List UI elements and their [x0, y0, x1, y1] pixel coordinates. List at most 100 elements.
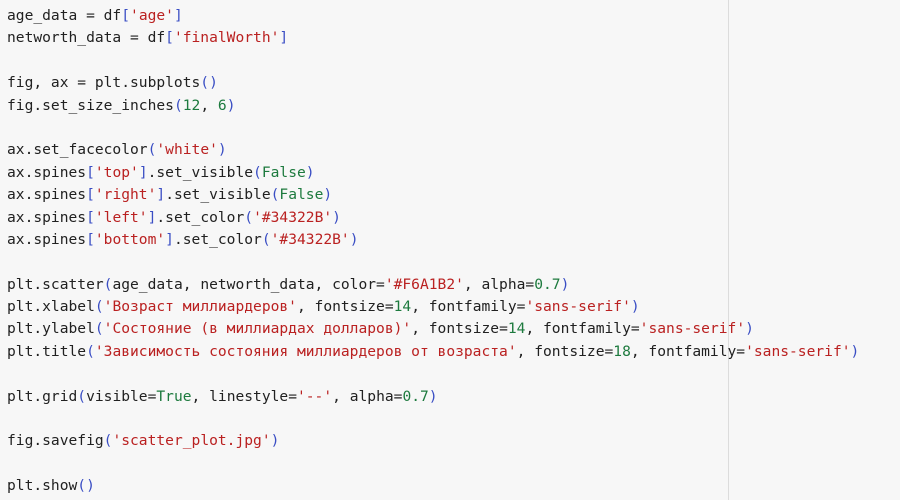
code-token-paren: (): [200, 74, 218, 92]
code-line[interactable]: fig, ax = plt.subplots(): [7, 72, 859, 94]
code-token-plain: fig.set_size_inches: [7, 96, 174, 114]
code-token-plain: , fontfamily=: [630, 342, 746, 360]
code-token-str: 'left': [94, 208, 148, 226]
line-length-ruler: [728, 0, 729, 500]
code-line[interactable]: [7, 117, 859, 139]
code-token-num: 18: [613, 342, 631, 360]
code-token-plain: visible=: [86, 387, 157, 405]
code-token-str: 'scatter_plot.jpg': [112, 432, 271, 450]
code-token-plain: , fontsize=: [516, 342, 614, 360]
code-token-plain: , fontsize=: [411, 320, 508, 338]
code-token-str: 'sans-serif': [745, 342, 851, 360]
code-token-plain: fig, ax = plt.subplots: [7, 74, 201, 92]
code-token-num: 0.7: [534, 275, 561, 293]
code-token-paren: (: [173, 96, 183, 114]
code-token-str: 'top': [94, 163, 139, 181]
code-token-plain: plt.scatter: [7, 275, 104, 293]
code-token-str: 'white': [156, 141, 218, 159]
code-token-paren: ): [630, 298, 640, 316]
code-token-paren: [: [86, 186, 95, 204]
code-token-num: 14: [507, 320, 526, 338]
code-token-paren: (: [147, 141, 157, 159]
code-token-paren: (: [94, 320, 104, 338]
code-token-plain: , alpha=: [332, 387, 403, 405]
code-token-paren: ]: [156, 186, 166, 204]
code-token-paren: [: [86, 163, 95, 181]
code-line[interactable]: ax.spines['left'].set_color('#34322B'): [7, 207, 859, 229]
code-line[interactable]: ax.spines['top'].set_visible(False): [7, 162, 859, 184]
code-token-plain: .set_visible: [165, 186, 271, 204]
code-token-paren: ): [226, 96, 236, 114]
code-token-str: '--': [296, 387, 333, 405]
code-token-plain: age_data, networth_data, color=: [112, 275, 385, 293]
code-token-paren: (: [77, 387, 87, 405]
code-token-paren: (: [270, 186, 280, 204]
code-line[interactable]: age_data = df['age']: [7, 5, 859, 27]
code-line[interactable]: ax.spines['right'].set_visible(False): [7, 184, 859, 206]
code-line[interactable]: [7, 251, 859, 273]
code-token-str: 'sans-serif': [525, 298, 631, 316]
code-token-paren: ): [323, 186, 333, 204]
code-token-paren: ): [217, 141, 227, 159]
code-line[interactable]: plt.scatter(age_data, networth_data, col…: [7, 274, 859, 296]
code-token-str: 'sans-serif': [639, 320, 746, 338]
code-token-plain: ax.set_facecolor: [7, 141, 148, 159]
code-token-plain: , fontfamily=: [411, 298, 526, 316]
code-token-str: 'Зависимость состояния миллиардеров от в…: [94, 342, 517, 360]
code-editor[interactable]: age_data = df['age']networth_data = df['…: [7, 5, 859, 498]
code-token-plain: networth_data = df: [7, 29, 166, 47]
code-line[interactable]: ax.spines['bottom'].set_color('#34322B'): [7, 229, 859, 251]
code-line[interactable]: [7, 50, 859, 72]
code-token-plain: ax.spines: [7, 163, 87, 181]
code-token-plain: plt.grid: [7, 387, 78, 405]
code-token-str: '#34322B': [270, 230, 350, 248]
code-token-paren: ]: [138, 163, 148, 181]
code-line[interactable]: plt.title('Зависимость состояния миллиар…: [7, 341, 859, 363]
code-line[interactable]: plt.ylabel('Состояние (в миллиардах долл…: [7, 318, 859, 340]
code-line[interactable]: plt.grid(visible=True, linestyle='--', a…: [7, 386, 859, 408]
code-token-str: 'right': [94, 186, 157, 204]
code-line[interactable]: plt.xlabel('Возраст миллиардеров', fonts…: [7, 296, 859, 318]
code-line[interactable]: plt.show(): [7, 475, 859, 497]
code-token-kw: False: [279, 186, 324, 204]
code-line[interactable]: fig.set_size_inches(12, 6): [7, 95, 859, 117]
code-token-plain: plt.ylabel: [7, 320, 95, 338]
code-token-num: 14: [393, 298, 412, 316]
code-token-plain: ax.spines: [7, 230, 87, 248]
code-token-str: 'finalWorth': [173, 29, 280, 47]
code-token-paren: [: [165, 29, 174, 47]
code-token-paren: ): [305, 163, 315, 181]
code-token-paren: (: [94, 298, 104, 316]
code-token-num: 6: [217, 96, 227, 114]
code-token-plain: fig.savefig: [7, 432, 104, 450]
code-token-paren: (: [261, 230, 271, 248]
code-line[interactable]: ax.set_facecolor('white'): [7, 139, 859, 161]
code-token-str: '#34322B': [253, 208, 333, 226]
code-token-paren: ]: [165, 230, 174, 248]
code-token-paren: ): [560, 275, 570, 293]
code-token-paren: ): [850, 342, 860, 360]
code-token-paren: (: [244, 208, 254, 226]
code-token-str: 'age': [130, 7, 174, 24]
code-token-num: 12: [182, 96, 201, 114]
code-token-paren: ): [349, 230, 359, 248]
code-line[interactable]: [7, 363, 859, 385]
code-line[interactable]: fig.savefig('scatter_plot.jpg'): [7, 430, 859, 452]
code-token-plain: .set_visible: [147, 163, 254, 181]
code-line[interactable]: networth_data = df['finalWorth']: [7, 27, 859, 49]
code-token-plain: .set_color: [156, 208, 245, 226]
code-token-paren: (: [103, 275, 113, 293]
code-token-plain: plt.title: [7, 342, 87, 360]
code-token-paren: ]: [279, 29, 289, 47]
code-token-plain: plt.xlabel: [7, 298, 95, 316]
code-token-paren: ): [270, 432, 280, 450]
code-token-plain: age_data = df: [7, 7, 122, 24]
code-token-plain: , fontsize=: [296, 298, 394, 316]
code-token-paren: ): [332, 208, 341, 226]
code-line[interactable]: [7, 408, 859, 430]
code-token-paren: ): [745, 320, 754, 338]
code-line[interactable]: [7, 453, 859, 475]
code-token-plain: .set_color: [173, 230, 262, 248]
code-token-paren: (: [86, 342, 95, 360]
